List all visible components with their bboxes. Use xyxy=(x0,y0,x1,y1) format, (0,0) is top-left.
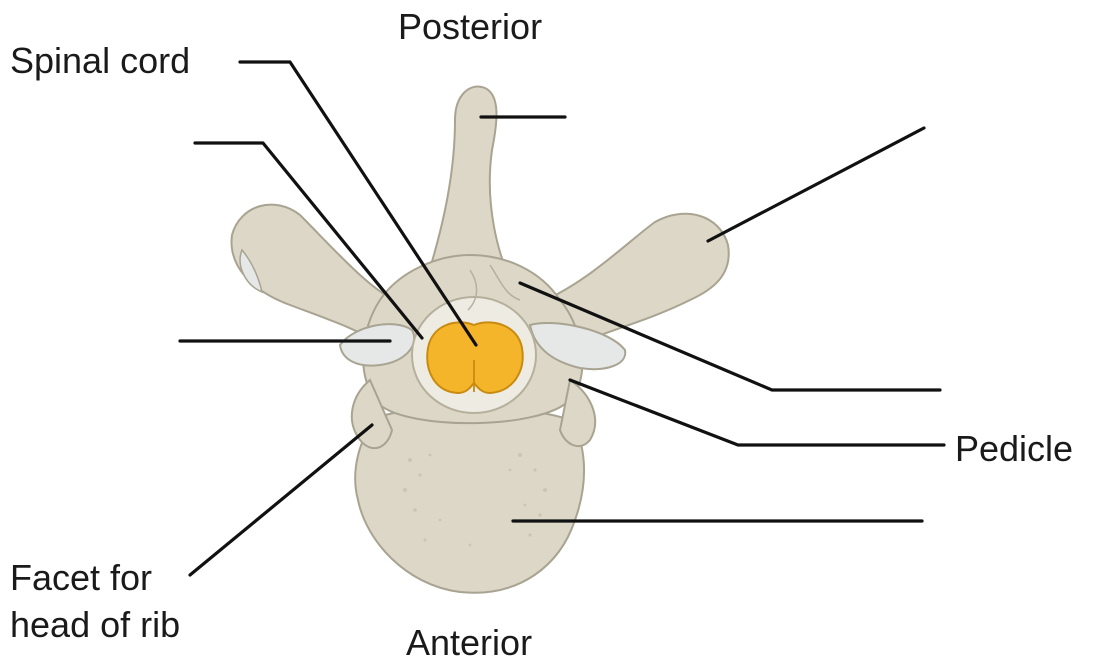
label-facet-line1: Facet for xyxy=(10,557,152,598)
label-spinal-cord: Spinal cord xyxy=(10,40,190,81)
label-pedicle: Pedicle xyxy=(955,428,1073,469)
label-anterior: Anterior xyxy=(406,622,532,663)
label-posterior: Posterior xyxy=(398,6,542,47)
leader-facet-for-rib xyxy=(190,425,372,575)
label-facet-line2: head of rib xyxy=(10,604,180,645)
spinal-cord xyxy=(427,322,522,393)
leader-transverse-process xyxy=(708,128,924,241)
